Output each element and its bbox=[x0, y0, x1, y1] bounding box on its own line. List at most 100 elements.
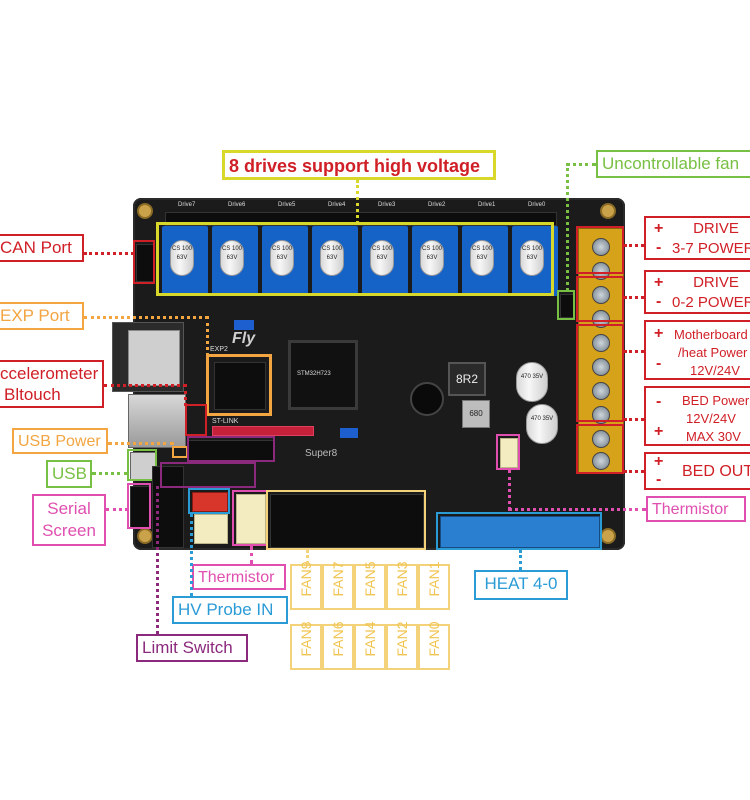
limit-switch-highlight bbox=[160, 462, 256, 488]
thermistor-connector-right bbox=[500, 438, 518, 468]
usb-callout: USB bbox=[46, 460, 92, 488]
bed-power-callout: - + BED Power 12V/24V MAX 30V bbox=[644, 386, 750, 446]
fan-label: FAN2 bbox=[394, 621, 410, 657]
uncontrollable-fan-highlight bbox=[557, 290, 575, 320]
sd-card-slot bbox=[128, 394, 186, 448]
fan-label-box: FAN9 bbox=[290, 562, 322, 610]
hv-probe-highlight bbox=[188, 488, 230, 514]
usb-power-callout: USB Power bbox=[12, 428, 108, 454]
capacitor: CS 100 63V bbox=[220, 240, 244, 276]
bed-out-label: BED OUT bbox=[682, 463, 750, 480]
fan-label-box: FAN7 bbox=[322, 562, 354, 610]
fan-labels-bottom: FAN8 FAN6 FAN4 FAN2 FAN0 bbox=[290, 622, 450, 674]
capacitor: CS 100 63V bbox=[270, 240, 294, 276]
thermistor-highlight-left bbox=[232, 490, 268, 546]
driver-slot-label: Drive1 bbox=[478, 202, 496, 208]
callout-leader bbox=[624, 296, 644, 299]
callout-leader bbox=[106, 508, 128, 511]
fan-label-box: FAN8 bbox=[290, 622, 322, 670]
limit-switch-callout: Limit Switch bbox=[136, 634, 248, 662]
jumper-block bbox=[340, 428, 358, 438]
terminal-screw bbox=[592, 406, 610, 424]
thermistor-highlight-right bbox=[496, 434, 520, 470]
drive-37-power-callout: + - DRIVE 3-7 POWER bbox=[644, 216, 750, 260]
fan-label-box: FAN4 bbox=[354, 622, 386, 670]
heat-highlight bbox=[436, 512, 602, 550]
exp-port-highlight bbox=[206, 354, 272, 416]
jumper-block bbox=[234, 320, 254, 330]
driver-slot-label: Drive6 bbox=[228, 202, 246, 208]
exp-port-callout: EXP Port bbox=[0, 302, 84, 330]
mcu-label: STM32H723 bbox=[297, 371, 331, 377]
hv-probe-callout: HV Probe IN bbox=[172, 596, 288, 624]
mount-hole bbox=[137, 203, 153, 219]
drive-02-power-callout: + - DRIVE 0-2 POWER bbox=[644, 270, 750, 314]
buzzer bbox=[410, 382, 444, 416]
silk-stlink: ST-LINK bbox=[212, 418, 239, 425]
fan-label: FAN5 bbox=[362, 561, 378, 597]
fan-label: FAN1 bbox=[426, 561, 442, 597]
callout-leader bbox=[624, 470, 644, 473]
terminal-screw bbox=[592, 238, 610, 256]
callout-leader bbox=[108, 442, 174, 445]
usb-highlight bbox=[127, 449, 157, 481]
capacitor: CS 100 63V bbox=[420, 240, 444, 276]
motherboard-power-callout: + - Motherboard /heat Power 12V/24V bbox=[644, 320, 750, 380]
capacitor: CS 100 63V bbox=[520, 240, 544, 276]
minus-sign: - bbox=[656, 293, 662, 310]
fan-label: FAN8 bbox=[298, 621, 314, 657]
terminal-screw bbox=[592, 310, 610, 328]
callout-leader bbox=[104, 384, 186, 387]
fan-label: FAN6 bbox=[330, 621, 346, 657]
driver-slot-label: Drive2 bbox=[428, 202, 446, 208]
fan-label: FAN0 bbox=[426, 621, 442, 657]
callout-leader bbox=[624, 350, 644, 353]
callout-leader bbox=[84, 316, 208, 319]
fan-label: FAN3 bbox=[394, 561, 410, 597]
drivers-highlight bbox=[156, 222, 554, 296]
plus-sign: + bbox=[654, 325, 664, 342]
thermistor-connector bbox=[194, 514, 228, 544]
drive37-terminal-highlight bbox=[576, 226, 624, 274]
limit-switch-highlight-top bbox=[187, 436, 275, 462]
can-port-callout: CAN Port bbox=[0, 234, 84, 262]
plus-sign: + bbox=[654, 453, 664, 470]
fan-label: FAN7 bbox=[330, 561, 346, 597]
accelerometer-label: ccelerometer bbox=[0, 364, 99, 383]
module-shield bbox=[128, 330, 180, 386]
serial-label: Serial bbox=[47, 499, 91, 518]
bltouch-label: Bltouch bbox=[4, 385, 61, 404]
minus-sign: - bbox=[656, 239, 662, 256]
drive-02-sub: 0-2 POWER bbox=[672, 294, 750, 311]
capacitor: CS 100 63V bbox=[370, 240, 394, 276]
thermistor-right-callout: Thermistor bbox=[646, 496, 746, 522]
fan-highlight bbox=[266, 490, 426, 550]
thermistor-connector bbox=[236, 494, 266, 544]
callout-leader bbox=[184, 384, 187, 406]
board-logo: Fly bbox=[232, 330, 256, 347]
hv-probe-connector bbox=[192, 492, 228, 512]
fan-label-box: FAN0 bbox=[418, 622, 450, 670]
mount-hole bbox=[600, 203, 616, 219]
uncontrollable-fan-callout: Uncontrollable fan bbox=[596, 150, 750, 178]
drive-02-label: DRIVE bbox=[693, 274, 739, 291]
silk-exp2: EXP2 bbox=[210, 346, 228, 353]
plus-sign: + bbox=[654, 220, 664, 237]
drive-37-label: DRIVE bbox=[693, 220, 739, 237]
drives-high-voltage-callout: 8 drives support high voltage bbox=[222, 150, 496, 180]
drive02-terminal-highlight bbox=[576, 276, 624, 322]
fan-label-box: FAN2 bbox=[386, 622, 418, 670]
mcu-chip: STM32H723 bbox=[288, 340, 358, 410]
callout-leader bbox=[508, 508, 646, 511]
fan-label-box: FAN3 bbox=[386, 562, 418, 610]
capacitor: CS 100 63V bbox=[470, 240, 494, 276]
fan-headers bbox=[270, 494, 424, 548]
mb-label-3: 12V/24V bbox=[690, 363, 740, 378]
plus-sign: + bbox=[654, 423, 664, 440]
minus-sign: - bbox=[656, 393, 662, 410]
heater-terminal-block bbox=[440, 516, 600, 548]
driver-slot-labels: Drive7 Drive6 Drive5 Drive4 Drive3 Drive… bbox=[160, 202, 555, 214]
terminal-screw bbox=[592, 334, 610, 352]
serial-screen-callout: Serial Screen bbox=[32, 494, 106, 546]
fan-label-box: FAN1 bbox=[418, 562, 450, 610]
